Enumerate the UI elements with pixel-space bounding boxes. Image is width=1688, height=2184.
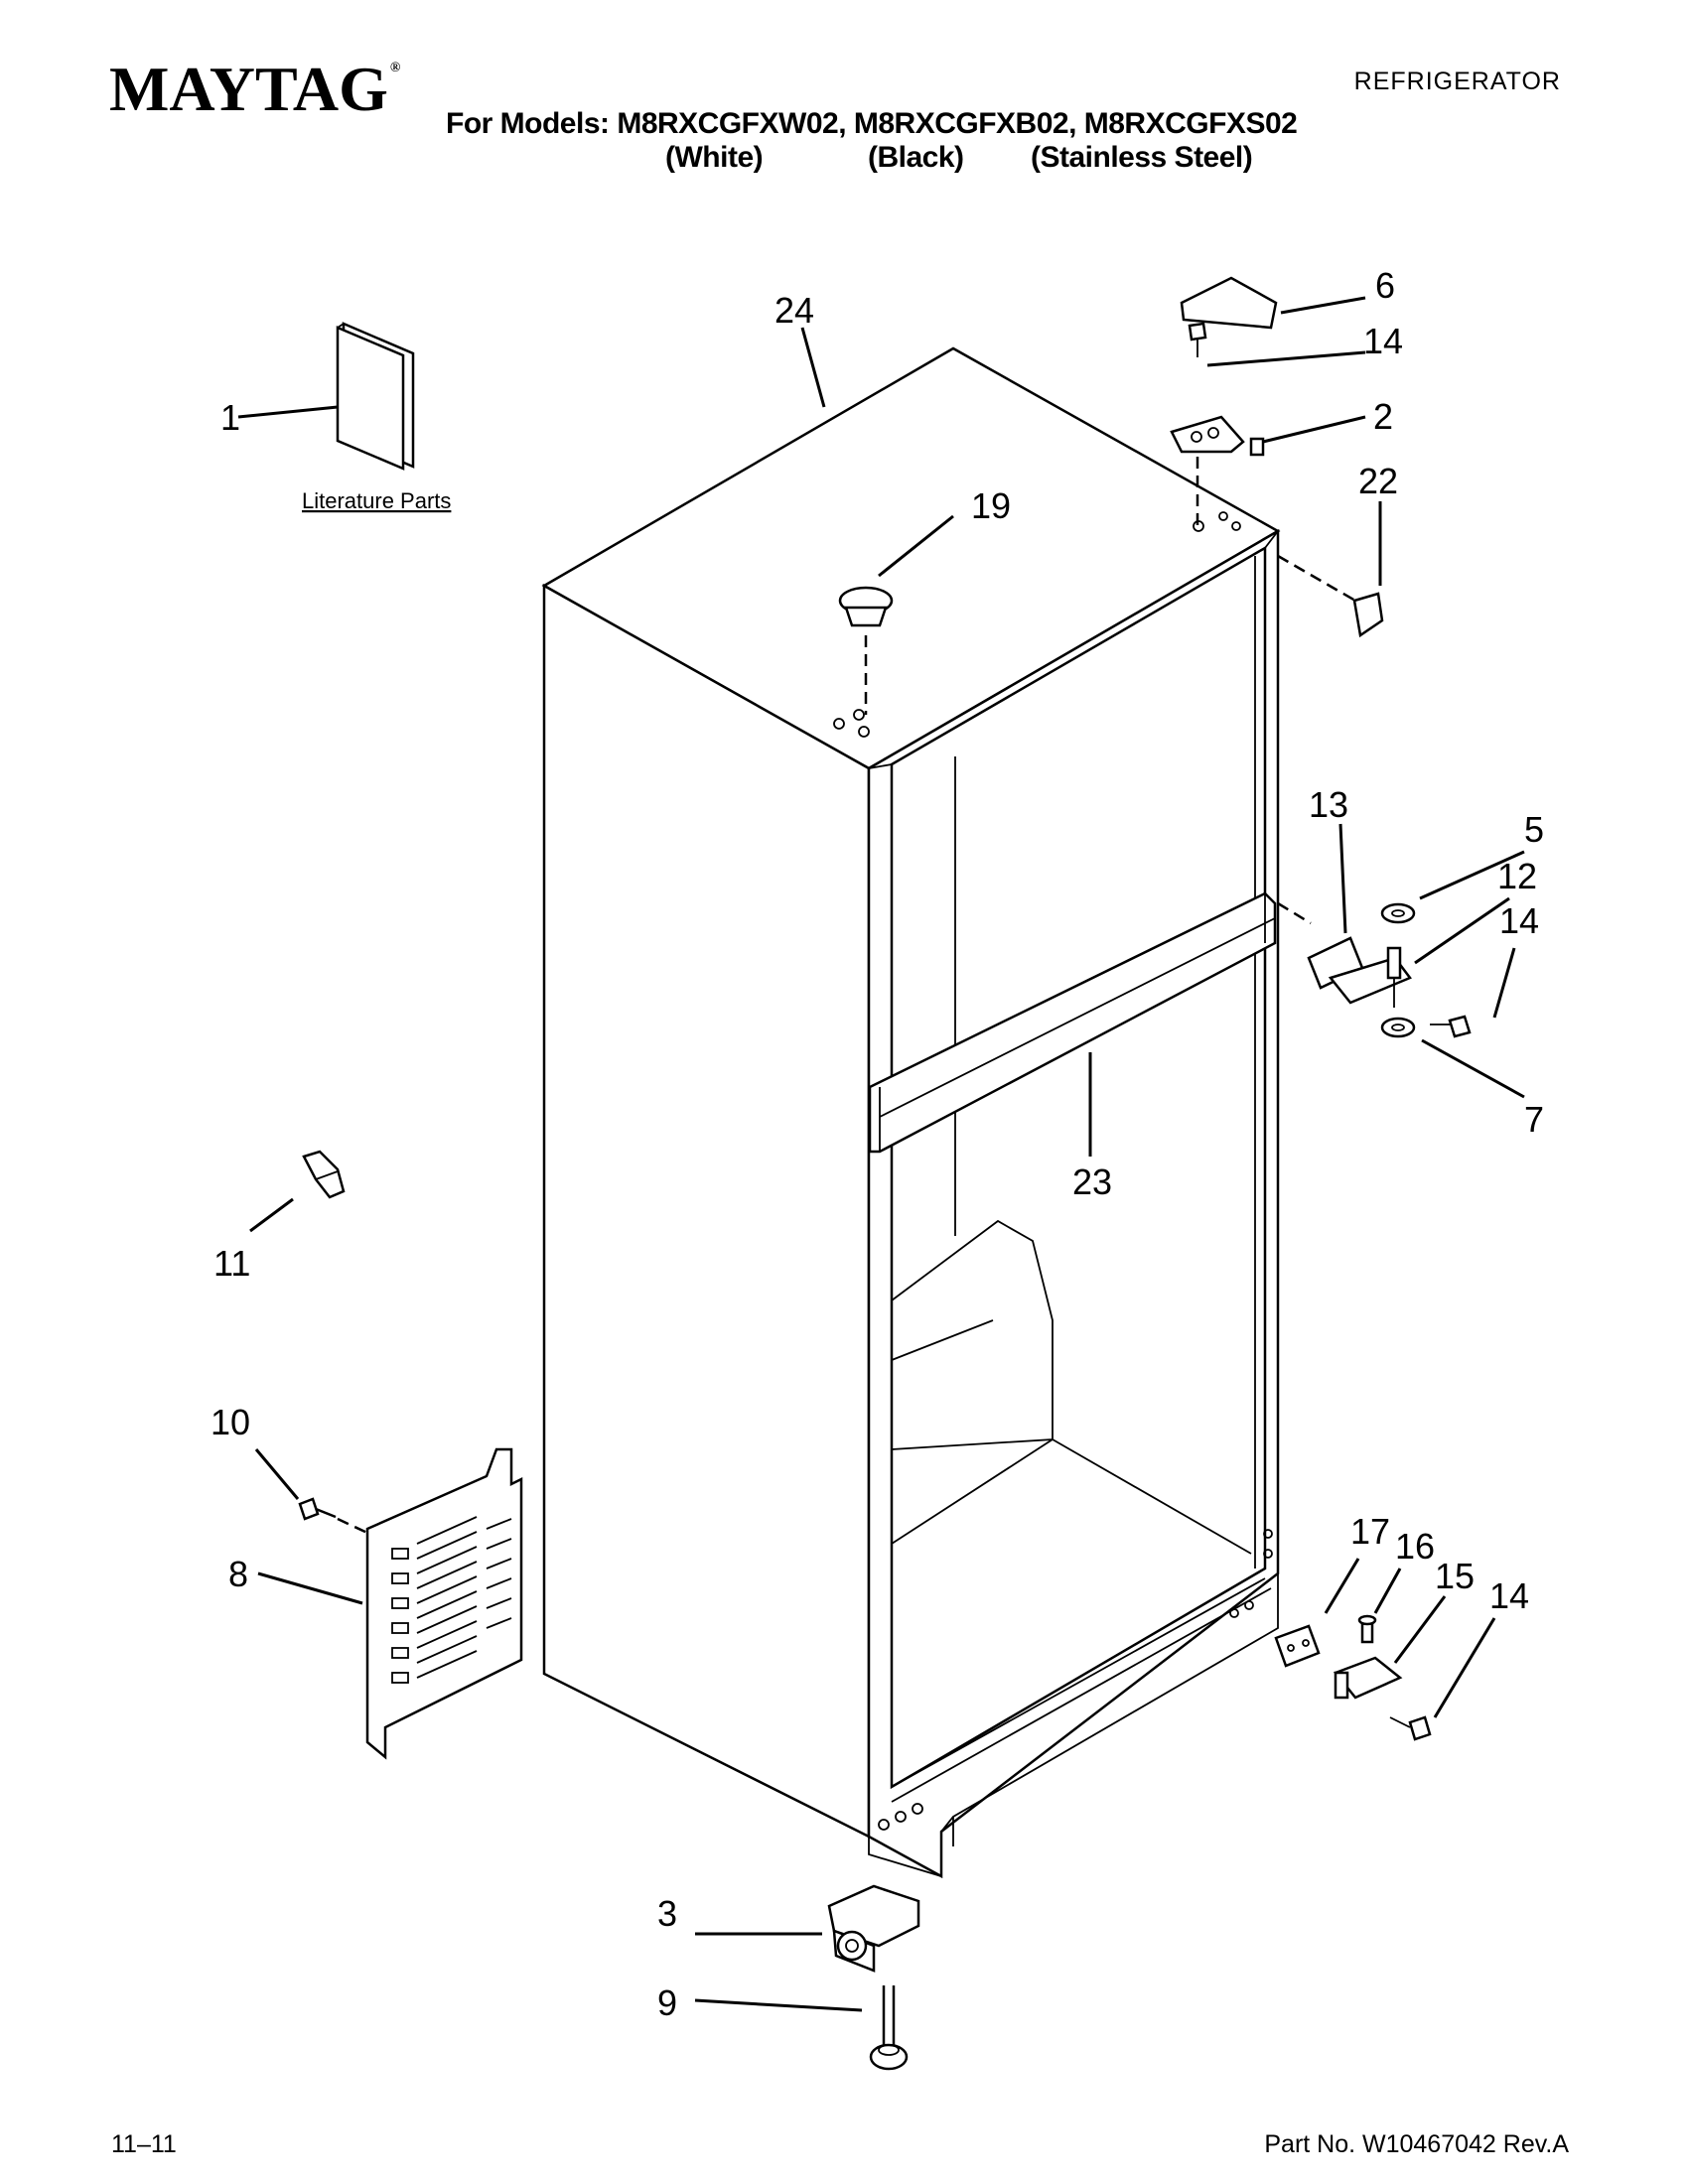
callout-numbers: 1 2 3 5 6 7 8 9 10 11 12 13 14 14 14 15 … <box>211 265 1544 2023</box>
callout-1: 1 <box>220 397 240 438</box>
callout-7: 7 <box>1524 1099 1544 1140</box>
toe-grille <box>365 1447 523 1760</box>
models-line: For Models: M8RXCGFXW02, M8RXCGFXB02, M8… <box>446 107 1298 140</box>
variant-black: (Black) <box>868 141 964 174</box>
callout-5: 5 <box>1524 809 1544 850</box>
leader-lines <box>237 296 1525 2012</box>
callout-3: 3 <box>657 1893 677 1934</box>
callout-10: 10 <box>211 1402 250 1442</box>
date-code: 11–11 <box>111 2130 177 2158</box>
door-stop-clip <box>1277 554 1384 638</box>
callout-22: 22 <box>1358 461 1398 501</box>
callout-14-middle: 14 <box>1499 900 1539 941</box>
callout-14-bottom: 14 <box>1489 1575 1529 1616</box>
center-hinge-assembly <box>1277 901 1472 1038</box>
hinge-cover <box>1180 276 1278 330</box>
cabinet <box>541 346 1281 1879</box>
screw-top <box>1188 322 1207 357</box>
document-type: REFRIGERATOR <box>1353 68 1561 95</box>
literature-parts-label: Literature Parts <box>302 488 451 513</box>
callout-13: 13 <box>1309 784 1348 825</box>
brand-name: MAYTAG <box>109 54 388 124</box>
callout-2: 2 <box>1373 396 1393 437</box>
roller-assembly <box>827 1884 920 1973</box>
callout-16: 16 <box>1395 1526 1435 1567</box>
registered-mark: ® <box>389 61 401 75</box>
callout-23: 23 <box>1072 1161 1112 1202</box>
divider-rail <box>868 891 1277 1154</box>
callout-24: 24 <box>774 290 814 331</box>
callout-15: 15 <box>1435 1556 1475 1596</box>
callout-9: 9 <box>657 1982 677 2023</box>
clip-part <box>302 1150 346 1199</box>
variant-white: (White) <box>665 141 764 174</box>
callout-6: 6 <box>1375 265 1395 306</box>
brand-logo: MAYTAG® <box>109 58 401 121</box>
grille-screw <box>298 1497 370 1536</box>
top-hinge <box>1170 415 1265 526</box>
literature-booklet <box>336 322 415 471</box>
callout-19: 19 <box>971 485 1011 526</box>
part-number: Part No. W10467042 Rev.A <box>1264 2130 1569 2158</box>
lower-hinge-assembly <box>1274 1614 1432 1741</box>
callout-14-top: 14 <box>1363 321 1403 361</box>
callout-11: 11 <box>213 1243 250 1284</box>
callout-8: 8 <box>228 1554 248 1594</box>
callout-12: 12 <box>1497 856 1537 896</box>
leveling-leg <box>869 1985 909 2071</box>
plug-part <box>838 586 894 715</box>
callout-17: 17 <box>1350 1511 1390 1552</box>
variant-stainless: (Stainless Steel) <box>1031 141 1253 174</box>
